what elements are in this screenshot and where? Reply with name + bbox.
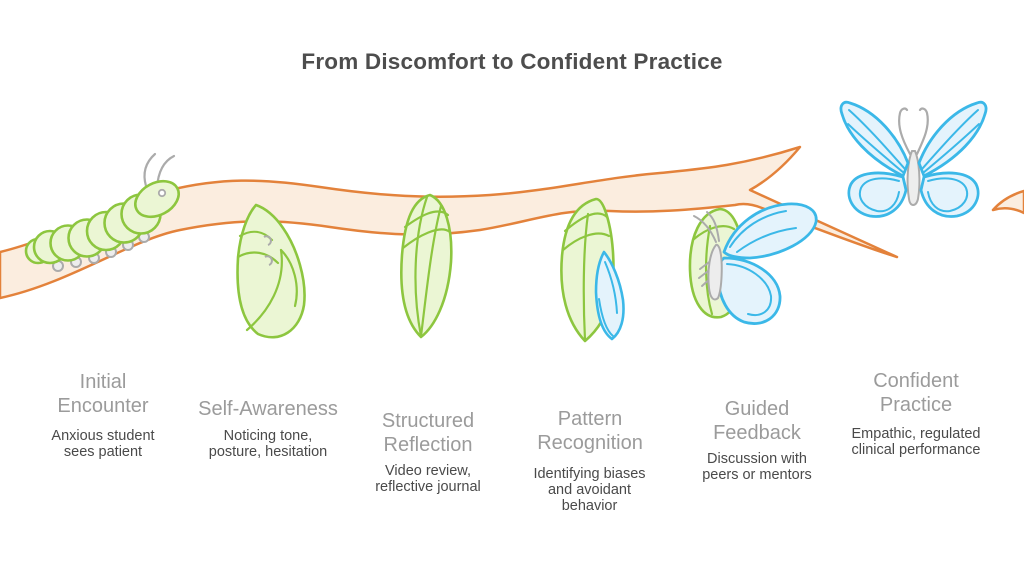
stage-desc-structured-reflection: Video review, reflective journal — [375, 463, 481, 495]
stage-title-self-awareness: Self-Awareness — [198, 398, 338, 420]
emerging-butterfly-icon — [688, 202, 818, 325]
stage-desc-confident-practice: Empathic, regulated clinical performance — [851, 426, 981, 458]
stage-desc-guided-feedback: Discussion with peers or mentors — [702, 451, 812, 483]
branch-right-twig-icon — [991, 189, 1024, 215]
stage-title-pattern-recognition: Pattern Recognition — [537, 408, 643, 454]
curled-caterpillar-icon — [236, 203, 306, 339]
chrysalis-icon — [400, 193, 453, 339]
caterpillar-eye-icon — [157, 188, 167, 198]
stage-title-initial-encounter: Initial Encounter — [57, 371, 149, 417]
caterpillar-icon — [24, 152, 180, 272]
stage-title-guided-feedback: Guided Feedback — [713, 398, 801, 444]
butterfly-icon — [839, 100, 988, 218]
stage-desc-self-awareness: Noticing tone, posture, hesitation — [208, 428, 328, 460]
page-title: From Discomfort to Confident Practice — [301, 49, 723, 74]
stage-title-confident-practice: Confident Practice — [873, 370, 959, 416]
chrysalis-emerging-wing-icon — [560, 197, 625, 343]
stage-desc-pattern-recognition: Identifying biases and avoidant behavior — [533, 466, 646, 514]
stage-title-structured-reflection: Structured Reflection — [381, 410, 475, 456]
stage-desc-initial-encounter: Anxious student sees patient — [51, 428, 155, 460]
